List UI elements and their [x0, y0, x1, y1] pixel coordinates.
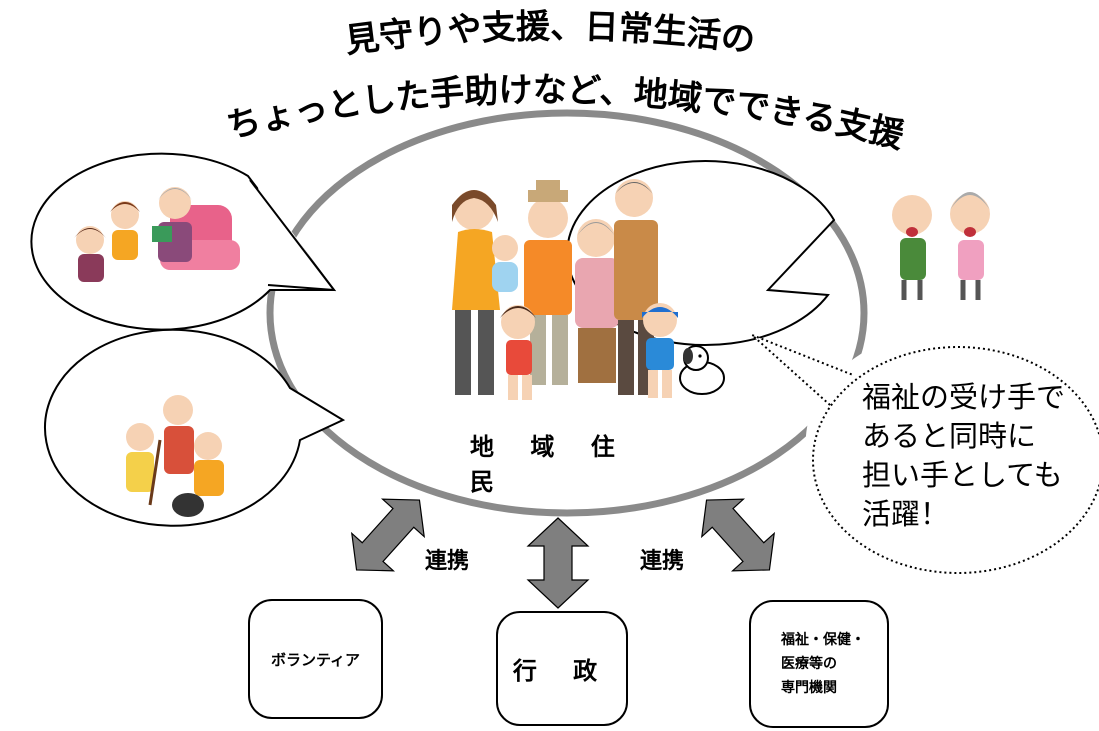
- bubble-line: あると同時に: [862, 419, 1037, 453]
- grandmother-reading-illustration: [74, 187, 240, 282]
- bubble-bottom-left: [44, 328, 346, 527]
- welfare-label-line: 福祉・保健・: [781, 632, 865, 648]
- elderly-couple-illustration: [892, 192, 990, 300]
- title-line-1: 見守りや支援、日常生活の: [343, 7, 758, 61]
- dog-icon: [679, 345, 725, 395]
- bubble-dotted: [805, 329, 1096, 556]
- family-illustration: [452, 179, 725, 400]
- welfare-label-line: 専門機関: [781, 680, 837, 696]
- speech-bubble-text: 福祉の受け手で あると同時に 担い手としても 活躍！: [862, 378, 1066, 534]
- bubble-line: 福祉の受け手で: [862, 380, 1066, 414]
- government-label: 行 政: [512, 657, 612, 685]
- collaboration-label-left: 連携: [425, 549, 470, 574]
- welfare-institutions-box: 福祉・保健・ 医療等の 専門機関: [749, 600, 889, 728]
- welfare-label-line: 医療等の: [781, 656, 837, 672]
- residents-label: 地 域 住 民: [470, 433, 629, 496]
- arrow-center: [526, 517, 590, 609]
- volunteer-box: ボランティア: [248, 599, 383, 719]
- bubble-line: 担い手としても: [862, 458, 1063, 492]
- elderly-cleanup-illustration: [126, 395, 224, 517]
- government-box: 行 政: [496, 611, 628, 726]
- collaboration-label-right: 連携: [640, 549, 685, 574]
- volunteer-label: ボランティア: [270, 650, 361, 669]
- arrow-right: [700, 498, 776, 572]
- arrow-left: [350, 498, 426, 572]
- bubble-line: 活躍！: [862, 497, 950, 531]
